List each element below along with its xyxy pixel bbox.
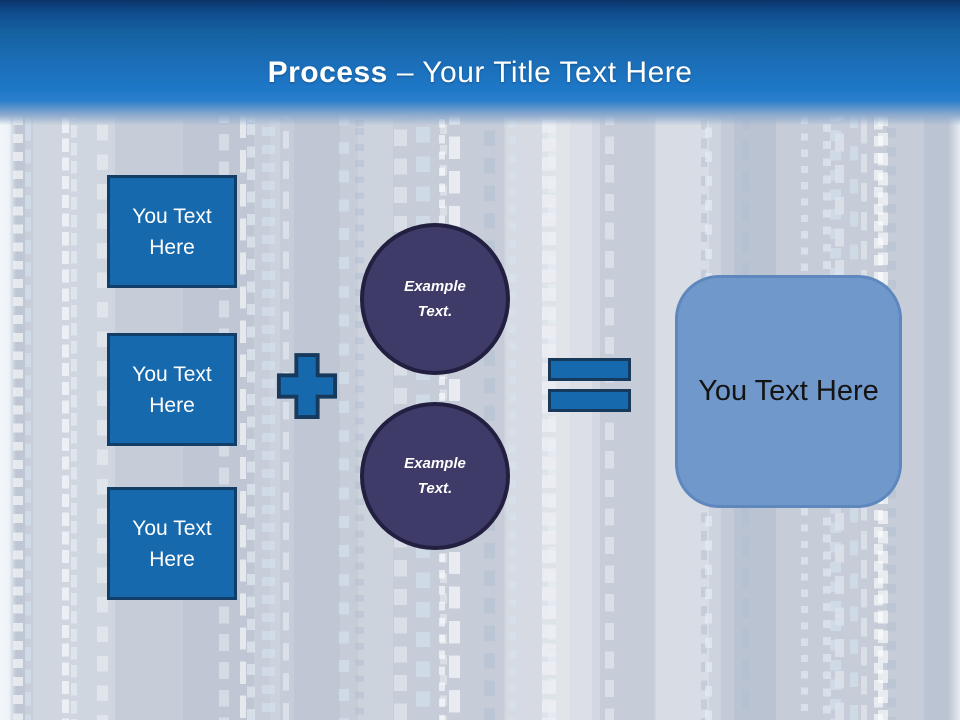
slide-title: Process– Your Title Text Here <box>268 56 693 90</box>
input-box-label: You Text Here <box>132 362 212 417</box>
input-box-label: You Text Here <box>132 204 212 259</box>
pattern-column <box>262 100 275 720</box>
circle-label: Example Text. <box>404 278 466 320</box>
result-box: You Text Here <box>675 275 902 508</box>
pattern-column <box>240 100 246 720</box>
pattern-column <box>339 100 349 720</box>
circle-label: Example Text. <box>404 455 466 497</box>
pattern-column <box>97 100 108 720</box>
input-box-1: You Text Here <box>107 175 237 288</box>
example-circle-2: Example Text. <box>360 402 510 550</box>
pattern-column <box>355 100 364 720</box>
equals-bar-bottom <box>548 389 631 412</box>
pattern-column <box>247 100 255 720</box>
pattern-column <box>13 100 23 720</box>
pattern-column <box>484 100 495 720</box>
right-edge-highlight <box>948 102 960 720</box>
pattern-column <box>25 100 115 720</box>
plus-icon <box>276 353 338 419</box>
result-box-label: You Text Here <box>698 375 879 407</box>
slide-header: Process– Your Title Text Here <box>0 0 960 128</box>
input-box-2: You Text Here <box>107 333 237 446</box>
input-box-label: You Text Here <box>132 516 212 571</box>
equals-icon <box>548 358 631 420</box>
pattern-column <box>25 100 31 720</box>
pattern-column <box>283 100 289 720</box>
pattern-column <box>62 100 69 720</box>
example-circle-1: Example Text. <box>360 223 510 375</box>
title-emphasis: Process <box>267 56 388 89</box>
left-edge-highlight <box>0 102 16 720</box>
pattern-column <box>509 100 516 720</box>
input-box-3: You Text Here <box>107 487 237 600</box>
equals-bar-top <box>548 358 631 381</box>
title-rest: – Your Title Text Here <box>396 56 693 89</box>
pattern-column <box>71 100 77 720</box>
